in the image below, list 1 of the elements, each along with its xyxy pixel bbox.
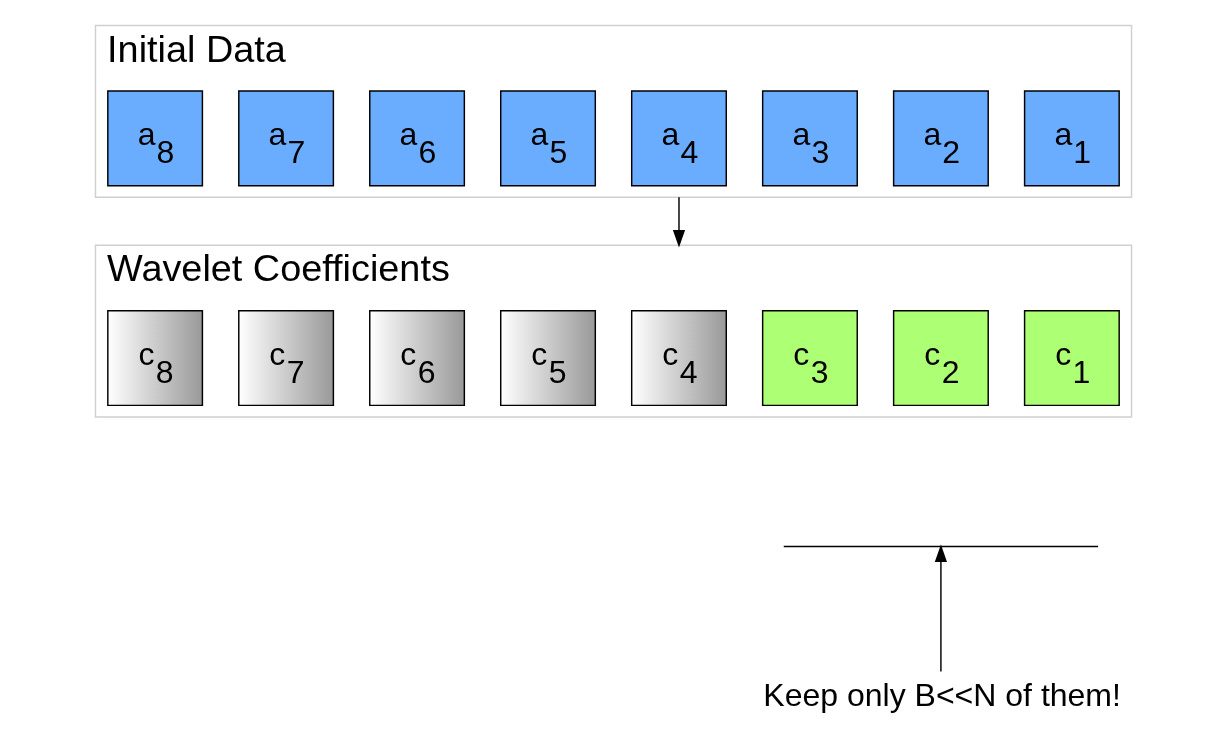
node-text: Keep only B<<N of them! [762,677,1121,714]
